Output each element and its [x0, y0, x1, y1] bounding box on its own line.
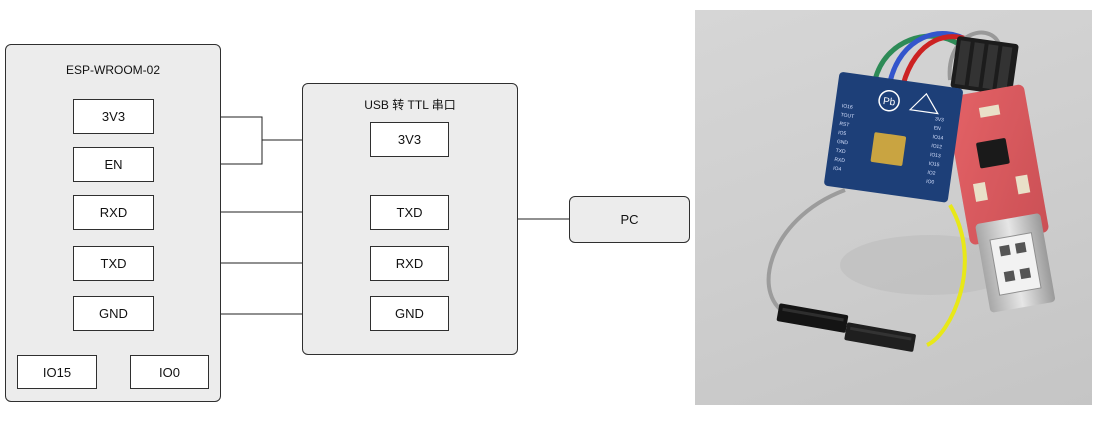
svg-text:IO4: IO4: [833, 166, 842, 173]
svg-text:GND: GND: [836, 139, 848, 147]
pcb-pin-labels-right: 3V3 EN IO14 IO12 IO13 IO15 IO2 IO0: [926, 116, 945, 186]
dupont-housings: [776, 303, 916, 352]
svg-text:IO5: IO5: [838, 130, 847, 137]
pcb-pin-labels-left: IO16 TOUT RST IO5 GND TXD RXD IO4: [833, 103, 855, 173]
wire-gray-loop: [766, 188, 846, 317]
esd-logo-icon: [908, 92, 939, 115]
svg-text:IO2: IO2: [927, 170, 936, 177]
svg-text:IO12: IO12: [931, 143, 943, 150]
esp-pad: [870, 132, 907, 166]
svg-text:TXD: TXD: [835, 148, 846, 155]
svg-text:IO13: IO13: [930, 152, 942, 159]
svg-text:RXD: RXD: [834, 157, 846, 164]
svg-text:TOUT: TOUT: [840, 112, 854, 120]
pb-logo-circle: [878, 89, 900, 112]
esp-pin-io15: IO15: [17, 355, 97, 389]
svg-text:3V3: 3V3: [935, 116, 945, 123]
usb-ttl-title: USB 转 TTL 串口: [364, 98, 456, 112]
esp-pin-txd: TXD: [73, 246, 154, 281]
esp-module-title: ESP-WROOM-02: [65, 63, 160, 77]
pc-label: PC: [620, 212, 639, 227]
pb-logo-text: Pb: [882, 96, 896, 109]
esp-pin-rxd: RXD: [73, 195, 154, 230]
svg-text:IO16: IO16: [841, 103, 853, 110]
wire-gray: [947, 30, 1002, 81]
esp-pin-3v3: 3V3: [73, 99, 154, 134]
svg-text:IO0: IO0: [926, 179, 935, 186]
esp-pin-io0: IO0: [130, 355, 209, 389]
svg-text:IO15: IO15: [928, 161, 940, 168]
usb-pin-3v3: 3V3: [370, 122, 449, 157]
svg-text:EN: EN: [933, 125, 941, 132]
svg-text:RST: RST: [839, 121, 850, 128]
usb-pin-gnd: GND: [370, 296, 449, 331]
wire-yellow: [926, 203, 967, 347]
hardware-photo: Pb IO16 TOUT RST IO5 GND TXD RXD IO4 3V3…: [695, 10, 1092, 405]
pc-box: PC: [569, 196, 690, 243]
hardware-illustration: Pb IO16 TOUT RST IO5 GND TXD RXD IO4 3V3…: [766, 30, 1055, 352]
usb-pin-txd: TXD: [370, 195, 449, 230]
wire-green: [872, 33, 962, 81]
ttl-chip: [976, 138, 1010, 169]
esp-pin-en: EN: [73, 147, 154, 182]
esp-pin-gnd: GND: [73, 296, 154, 331]
usb-pin-rxd: RXD: [370, 246, 449, 281]
svg-text:IO14: IO14: [932, 134, 944, 141]
